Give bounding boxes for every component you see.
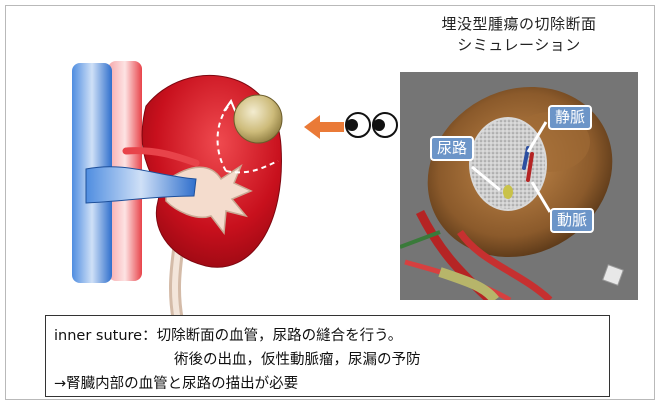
kidney-illustration bbox=[46, 51, 296, 321]
caption-separator: ： bbox=[142, 328, 157, 344]
simulation-render-graphic bbox=[400, 72, 638, 300]
caption-line-1-text: 切除断面の血管，尿路の縫合を行う。 bbox=[157, 328, 403, 344]
simulation-render: 静脈 尿路 動脈 bbox=[400, 72, 638, 300]
caption-term: inner suture bbox=[54, 328, 142, 344]
direction-arrow-icon bbox=[302, 112, 346, 142]
artery-label: 動脈 bbox=[550, 208, 594, 233]
caption-line-2: 術後の出血，仮性動脈瘤，尿漏の予防 bbox=[174, 348, 421, 369]
ureter-in-cut bbox=[503, 185, 513, 199]
tumor bbox=[234, 95, 282, 143]
caption-line-3: →腎臓内部の血管と尿路の描出が必要 bbox=[54, 372, 298, 393]
eyes-icon bbox=[344, 110, 400, 140]
vein-label: 静脈 bbox=[548, 105, 592, 130]
simulation-title: 埋没型腫瘍の切除断面 シミュレーション bbox=[404, 14, 634, 56]
ureter-label: 尿路 bbox=[430, 136, 474, 161]
simulation-title-line2: シミュレーション bbox=[404, 35, 634, 56]
caption-line-1: inner suture：切除断面の血管，尿路の縫合を行う。 bbox=[54, 324, 402, 345]
caption-box: inner suture：切除断面の血管，尿路の縫合を行う。 術後の出血，仮性動… bbox=[45, 315, 610, 397]
simulation-title-line1: 埋没型腫瘍の切除断面 bbox=[404, 14, 634, 35]
